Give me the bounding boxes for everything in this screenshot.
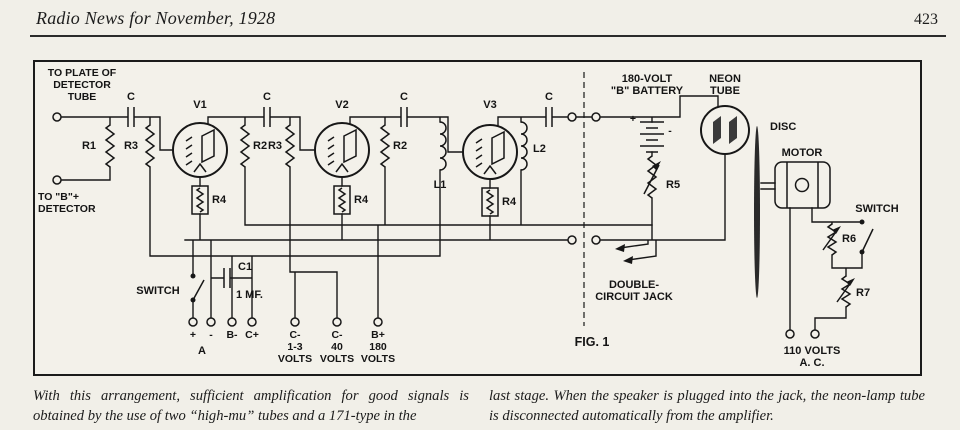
input-label-line1: TO PLATE OF [48,67,117,79]
r4-label-1: R4 [212,194,227,206]
resistor-r4-v2 [333,185,351,215]
header-rule [30,35,946,37]
resistor-r6 [826,223,838,256]
r3-label-2: R3 [268,140,282,152]
r1-label: R1 [82,140,96,152]
switch-label-right: SWITCH [855,203,898,215]
c13-line3: VOLTS [278,353,312,365]
battery-plus-label: + [630,113,636,125]
motor-switch-symbol [859,219,874,255]
switch-label-left: SWITCH [136,285,179,297]
b180-line2: 180 [369,341,387,353]
magazine-title: Radio News for November, 1928 [36,8,276,28]
r7-label: R7 [856,287,870,299]
tube-v1 [172,122,228,178]
c40-line2: 40 [331,341,343,353]
mains-label-line1: 110 VOLTS [784,345,841,357]
resistor-r7 [840,275,852,308]
cap-c-label-1: C [127,91,135,103]
r2-label-1: R2 [253,140,267,152]
caption-left-column: With this arrangement, sufficient amplif… [33,388,469,425]
jack-label-line1: DOUBLE- [609,279,659,291]
resistor-r4-v1 [191,185,209,215]
b180-line3: VOLTS [361,353,395,365]
c1-label: C1 [238,261,252,273]
coupling-capacitor-1 [127,107,135,127]
schematic-figure: TO PLATE OF DETECTOR TUBE C C C C R1 R3 … [33,60,922,376]
a-minus-label: - [209,329,213,341]
r4-label-3: R4 [502,196,517,208]
neon-tube-symbol [700,105,750,155]
page-header: Radio News for November, 1928 423 [36,8,938,29]
jack-symbol [615,244,633,264]
r7-arrow [836,278,855,303]
neon-label-line1: NEON [709,73,741,85]
jack-label-line2: CIRCUIT JACK [595,291,673,303]
coil-l2 [520,121,528,171]
v2-label: V2 [335,99,348,111]
c40-line1: C- [331,329,343,341]
motor-label: MOTOR [782,147,823,159]
v1-label: V1 [193,99,206,111]
speaker-disc [754,126,760,298]
b180-line1: B+ [371,329,385,341]
caption-right-column: last stage. When the speaker is plugged … [489,388,925,425]
mains-label-line2: A. C. [799,357,824,369]
v3-label: V3 [483,99,496,111]
b-battery-symbol [640,121,664,153]
coupling-capacitor-3 [400,107,408,127]
l1-label: L1 [434,179,447,191]
l2-label: L2 [533,143,546,155]
bypass-capacitor-c1 [223,268,231,288]
resistor-r3-second [284,124,296,168]
b-minus-terminal-label: B- [226,329,238,341]
page-number: 423 [914,11,938,28]
a-plus-label: + [190,329,196,341]
circuit-schematic: TO PLATE OF DETECTOR TUBE C C C C R1 R3 … [38,67,899,369]
c13-line1: C- [289,329,301,341]
resistor-r2-first [239,124,251,168]
detector-tap-line2: DETECTOR [38,203,96,215]
resistor-r4-v3 [481,187,499,217]
r3-label-1: R3 [124,140,138,152]
cap-c-label-2: C [263,91,271,103]
input-label-line2: DETECTOR [53,79,111,91]
r6-label: R6 [842,233,856,245]
motor-wiring [760,182,863,331]
battery-label-line1: 180-VOLT [622,73,673,85]
coupling-capacitor-4 [545,107,553,127]
resistor-r3-first [144,124,156,168]
battery-minus-label: - [668,125,672,137]
coil-l1 [439,121,447,171]
battery-label-line2: "B" BATTERY [611,85,684,97]
terminal-posts [52,112,820,339]
coupling-capacitor-2 [263,107,271,127]
c1-value-label: 1 MF. [236,289,263,301]
r5-label: R5 [666,179,680,191]
c-plus-terminal-label: C+ [245,329,259,341]
motor-symbol [774,161,831,209]
r2-label-2: R2 [393,140,407,152]
resistor-r1 [104,124,116,168]
resistor-r2-second [379,124,391,168]
c40-line3: VOLTS [320,353,354,365]
cap-c-label-3: C [400,91,408,103]
cap-c-label-4: C [545,91,553,103]
disc-label: DISC [770,121,796,133]
detector-tap-line1: TO "B"+ [38,191,79,203]
neon-label-line2: TUBE [710,85,740,97]
r6-arrow [822,226,841,251]
filament-switch-symbol [190,273,205,303]
tube-v3 [462,124,518,180]
figure-number-label: FIG. 1 [575,335,610,349]
resistor-r5 [646,155,658,199]
r5-arrow [643,161,661,195]
tube-v2 [314,122,370,178]
r4-label-2: R4 [354,194,369,206]
input-label-line3: TUBE [68,91,97,103]
amplifier-wiring [60,116,653,319]
c13-line2: 1-3 [287,341,302,353]
a-terminal-label: A [198,345,206,357]
figure-caption: With this arrangement, sufficient amplif… [33,386,925,426]
